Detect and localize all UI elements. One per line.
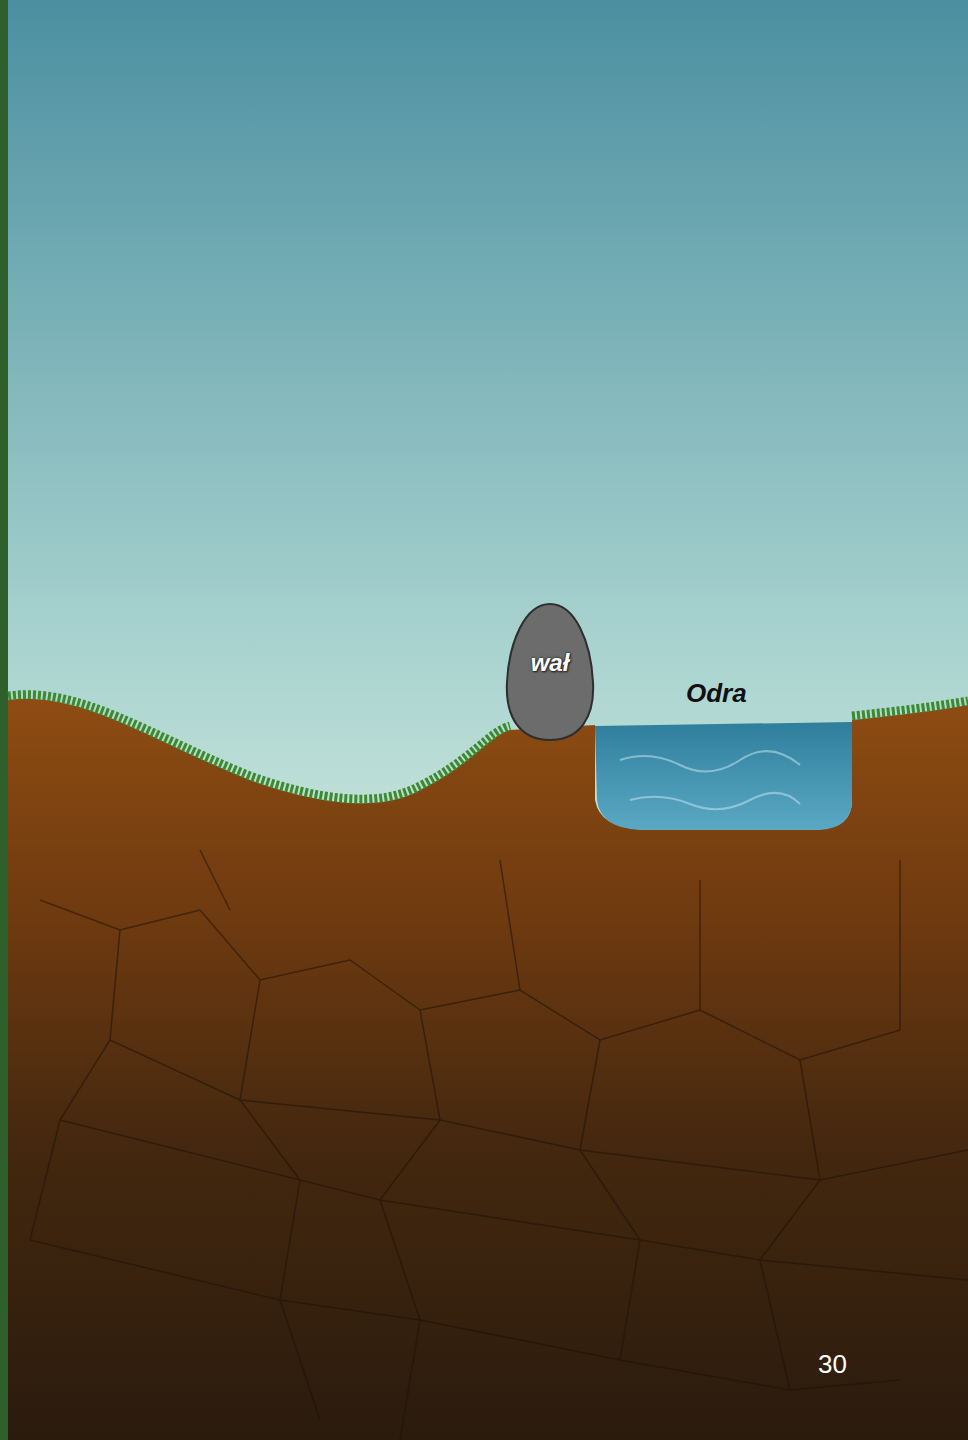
levee-shape: wał <box>505 602 595 742</box>
grass <box>8 695 510 799</box>
soil-cracks <box>30 850 968 1440</box>
river-water <box>595 722 852 830</box>
left-strip <box>0 0 8 1440</box>
water-ripples <box>620 751 800 809</box>
ground <box>8 699 968 1440</box>
river-name: Odra <box>686 678 747 709</box>
levee-label: wał <box>505 649 595 677</box>
grass <box>852 701 968 716</box>
page-number: 30 <box>818 1349 847 1380</box>
